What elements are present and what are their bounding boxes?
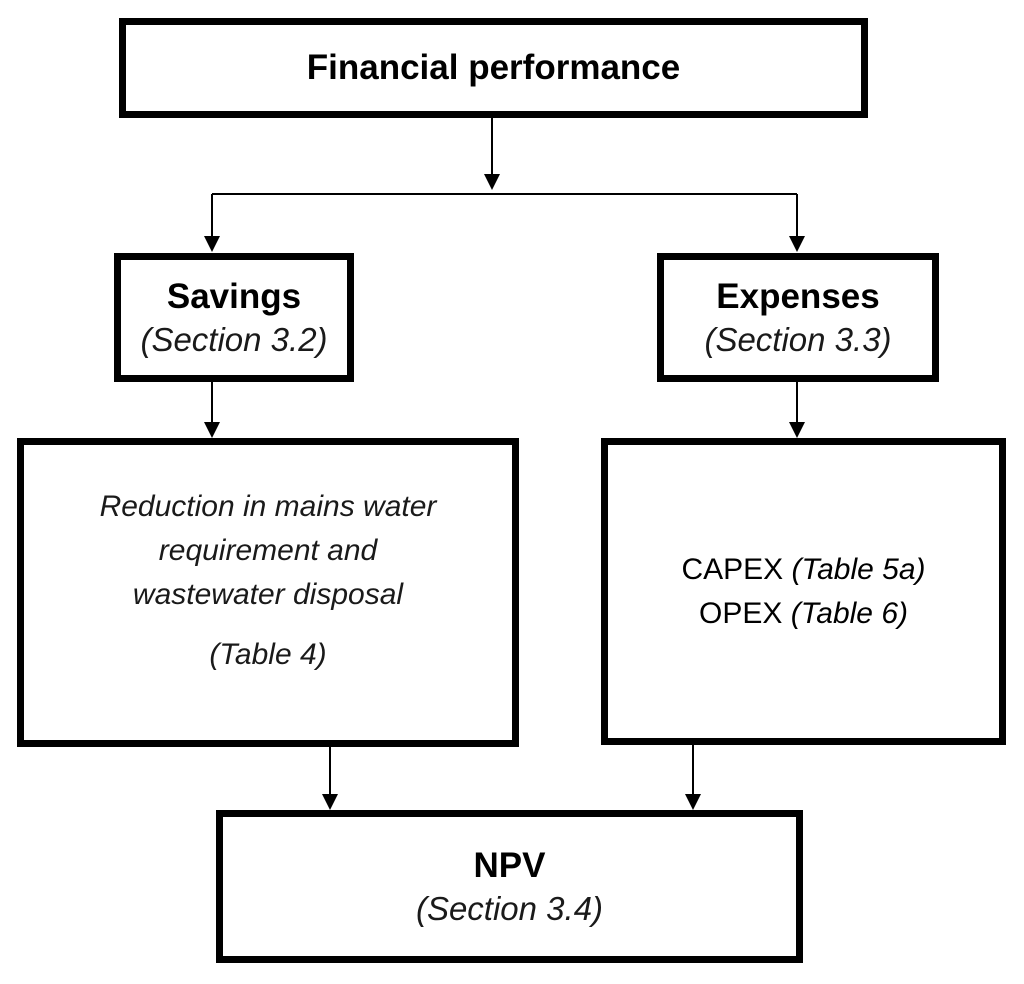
savings-title: Savings [166,276,302,316]
capex-line: CAPEX (Table 5a) [681,548,925,592]
opex-label: OPEX [698,596,783,630]
expenses-box: Expenses (Section 3.3) [657,253,939,382]
capex-label: CAPEX [681,552,784,586]
npv-box: NPV (Section 3.4) [216,810,803,963]
reduction-line-2: requirement and [158,534,378,567]
capex-table-ref: (Table 5a) [791,552,926,586]
savings-box: Savings (Section 3.2) [114,253,354,382]
reduction-table-ref: (Table 4) [209,638,327,671]
npv-title: NPV [473,845,546,885]
arrowhead-savings [204,236,220,252]
arrowhead-expenses [789,236,805,252]
reduction-line-1: Reduction in mains water [99,490,437,523]
expenses-title: Expenses [716,276,880,316]
arrowhead-npv-left [322,794,338,810]
water-reduction-box: Reduction in mains water requirement and… [17,438,519,747]
financial-performance-box: Financial performance [119,18,868,118]
financial-performance-title: Financial performance [306,48,681,87]
arrowhead-costs [789,422,805,438]
arrowhead-financial [484,174,500,190]
expenses-section-ref: (Section 3.3) [704,320,892,358]
arrowhead-reduction [204,422,220,438]
npv-section-ref: (Section 3.4) [415,889,604,927]
reduction-line-3: wastewater disposal [132,578,404,611]
opex-table-ref: (Table 6) [790,596,908,630]
capex-opex-box: CAPEX (Table 5a) OPEX (Table 6) [601,438,1006,745]
arrowhead-npv-right [685,794,701,810]
savings-section-ref: (Section 3.2) [140,320,328,358]
opex-line: OPEX (Table 6) [699,592,908,636]
